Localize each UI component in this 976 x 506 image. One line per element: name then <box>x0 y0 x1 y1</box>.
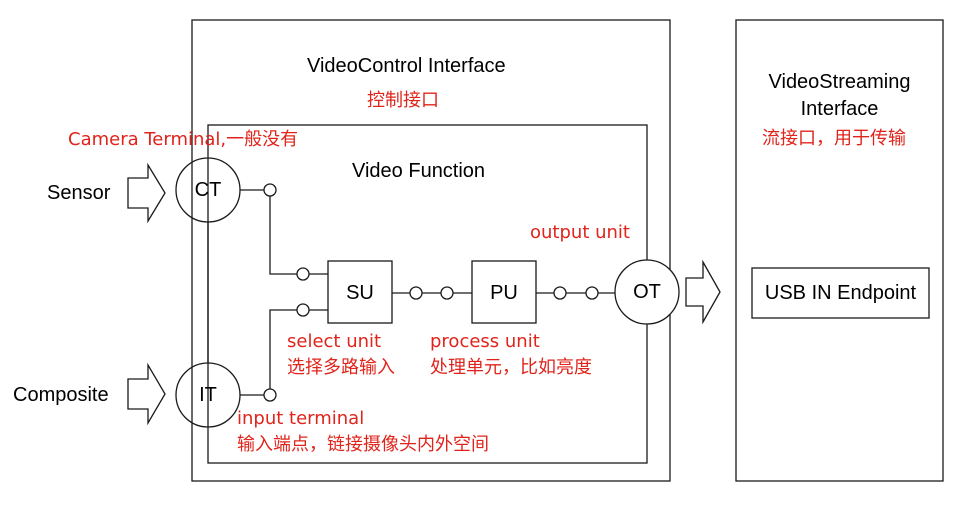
sensor-label: Sensor <box>47 182 111 204</box>
ot-label: OT <box>633 281 661 303</box>
pu-output-pin <box>553 286 567 300</box>
videostreaming-note: 流接口，用于传输 <box>762 128 906 149</box>
composite-label: Composite <box>13 384 109 406</box>
input-terminal-note-en: input terminal <box>237 408 365 429</box>
it-label: IT <box>199 384 217 406</box>
select-unit-note-cn: 选择多路输入 <box>287 357 395 378</box>
sensor-arrow <box>127 162 166 224</box>
videostreaming-interface-box <box>735 19 944 482</box>
videostreaming-title-line2: Interface <box>800 98 879 120</box>
output-arrow <box>685 259 721 325</box>
input-terminal-note-cn: 输入端点，链接摄像头内外空间 <box>237 434 489 455</box>
su-input-pin-2 <box>296 303 310 317</box>
ot-input-pin <box>585 286 599 300</box>
process-unit-note-en: process unit <box>430 331 540 352</box>
select-unit-note-en: select unit <box>287 331 382 352</box>
process-unit-note-cn: 处理单元，比如亮度 <box>430 357 592 378</box>
video-function-title: Video Function <box>352 160 486 182</box>
ct-label: CT <box>194 179 222 201</box>
composite-arrow <box>127 362 166 426</box>
output-unit-note: output unit <box>530 222 630 243</box>
videocontrol-interface-title: VideoControl Interface <box>307 55 506 77</box>
videocontrol-interface-note: 控制接口 <box>367 90 439 111</box>
su-label: SU <box>346 282 374 304</box>
su-box <box>327 260 393 324</box>
su-input-pin-1 <box>296 267 310 281</box>
pu-input-pin <box>440 286 454 300</box>
camera-terminal-note: Camera Terminal,一般没有 <box>68 129 299 150</box>
ct-output-pin <box>263 183 277 197</box>
usb-in-endpoint-box <box>751 267 930 319</box>
usb-in-endpoint-label: USB IN Endpoint <box>764 282 917 304</box>
videostreaming-title-line1: VideoStreaming <box>768 71 911 93</box>
it-output-pin <box>263 388 277 402</box>
pu-box <box>471 260 537 324</box>
su-output-pin <box>409 286 423 300</box>
pu-label: PU <box>490 282 518 304</box>
videocontrol-interface-box <box>191 19 671 482</box>
ot-circle <box>614 259 680 325</box>
